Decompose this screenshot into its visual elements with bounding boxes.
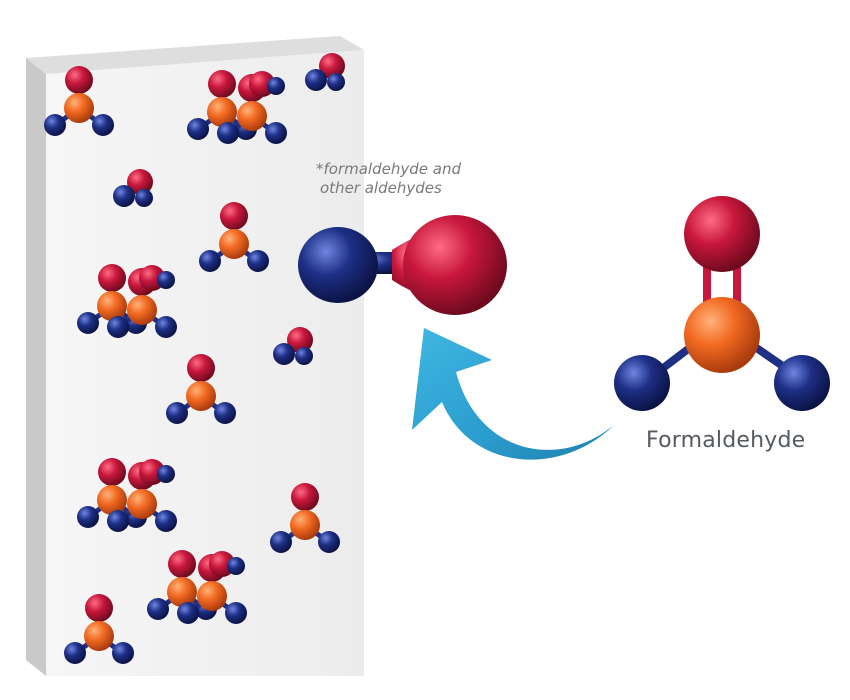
released-aldehyde-molecule <box>298 215 507 315</box>
formaldehyde-label: Formaldehyde <box>646 428 806 453</box>
board-side-edge <box>26 58 46 676</box>
aldehyde-caption: *formaldehyde and other aldehydes <box>316 160 461 198</box>
caption-line-2: other aldehydes <box>320 179 442 197</box>
curved-arrow-icon <box>412 328 614 460</box>
formaldehyde-molecule <box>614 196 830 411</box>
caption-line-1: *formaldehyde and <box>316 160 461 178</box>
board-top-edge <box>26 36 364 74</box>
